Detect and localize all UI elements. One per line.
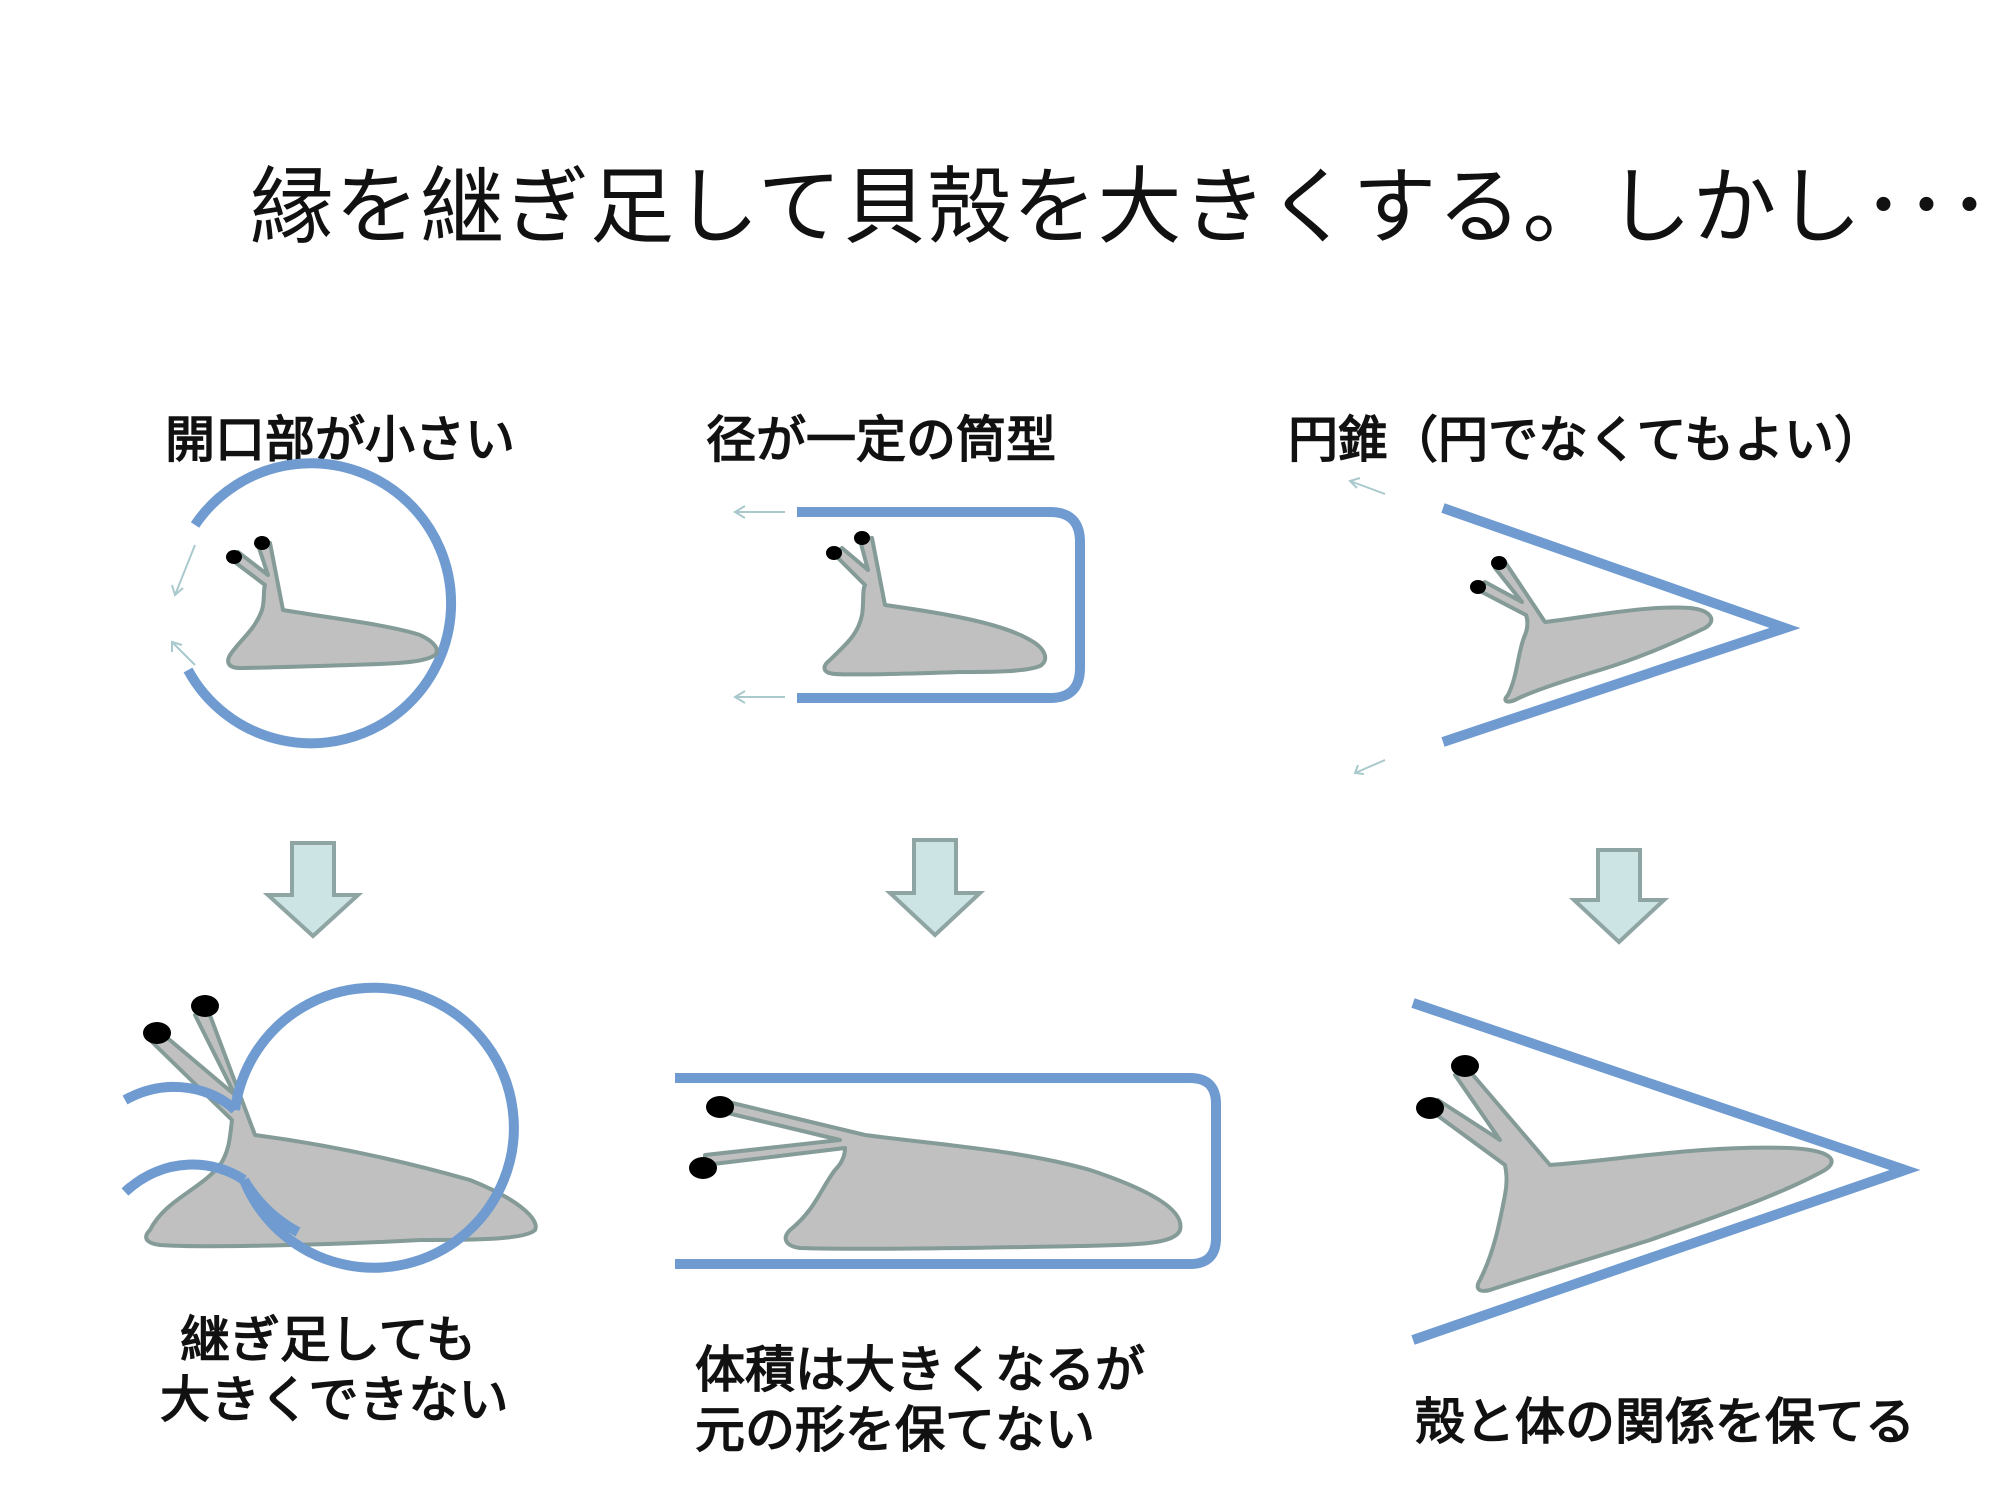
snail-top-1 (226, 536, 439, 670)
down-arrow-3 (1568, 848, 1670, 945)
heading-constant-tube: 径が一定の筒型 (706, 411, 1056, 469)
cone-shell-bottom (1411, 998, 1921, 1345)
heading-cone: 円錐（円でなくてもよい） (1288, 411, 1884, 469)
caption-col1-line2: 大きくできない (160, 1371, 509, 1429)
circle-shell-top (183, 458, 457, 749)
snail-bottom-2 (689, 1096, 1183, 1251)
caption-col2-line1: 体積は大きくなるが (695, 1341, 1145, 1399)
tube-shell-bottom (675, 1073, 1221, 1269)
down-arrow-1 (262, 841, 364, 939)
heading-small-opening: 開口部が小さい (165, 411, 515, 469)
circle-shell-bottom (121, 982, 519, 1273)
tube-shell-top (797, 507, 1085, 703)
cone-shell-top (1441, 503, 1801, 747)
slide-title: 縁を継ぎ足して貝殻を大きくする。しかし･･･ (250, 158, 1992, 256)
snail-bottom-3 (1416, 1055, 1834, 1293)
growth-arrows-1 (171, 544, 196, 666)
snail-top-2 (822, 531, 1048, 677)
snail-top-3 (1470, 556, 1714, 704)
growth-arrows-3 (1348, 477, 1386, 775)
caption-col3-line1: 殻と体の関係を保てる (1415, 1393, 1915, 1451)
caption-col1-line1: 継ぎ足しても (180, 1311, 476, 1369)
caption-col2-line2: 元の形を保てない (695, 1401, 1095, 1459)
down-arrow-2 (884, 838, 986, 938)
growth-arrows-2 (733, 505, 785, 704)
